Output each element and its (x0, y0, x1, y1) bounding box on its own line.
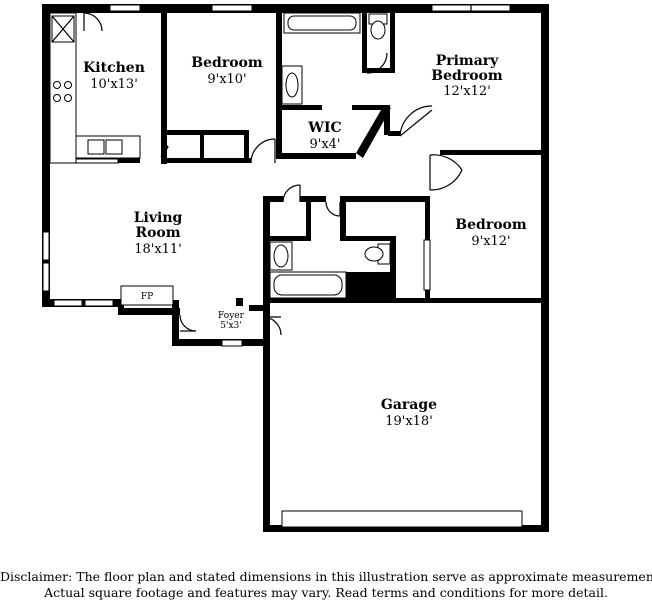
living-name-line2: Room (135, 225, 180, 241)
upper-bath-fixtures (281, 12, 388, 105)
bedroom-right-dim: 9'x12' (471, 234, 510, 249)
primary-dim: 12'x12' (443, 84, 491, 99)
bedroom-upper-name: Bedroom (191, 55, 263, 71)
primary-name-line2: Bedroom (431, 68, 503, 84)
living-name-line1: Living (134, 210, 183, 226)
door-swings (160, 105, 463, 336)
floor-plan: Kitchen 10'x13' Bedroom 9'x10' Primary B… (42, 4, 549, 532)
foyer-name: Foyer (218, 311, 245, 321)
kitchen-dim: 10'x13' (90, 77, 138, 92)
wic-dim: 9'x4' (309, 137, 340, 152)
windows (42, 4, 511, 347)
kitchen-name: Kitchen (83, 60, 145, 76)
garage-door (281, 510, 523, 528)
bedroom-right-name: Bedroom (455, 217, 527, 233)
garage-dim: 19'x18' (385, 414, 433, 429)
disclaimer-line-1: Disclaimer: The floor plan and stated di… (0, 569, 652, 584)
fireplace (120, 285, 174, 306)
kitchen-fixtures (49, 12, 141, 164)
foyer-dim: 5'x3' (220, 321, 241, 331)
disclaimer-line-2: Actual square footage and features may v… (44, 585, 608, 600)
living-dim: 18'x11' (134, 242, 182, 257)
lower-bath-fixtures (269, 184, 391, 299)
primary-name-line1: Primary (436, 53, 499, 69)
fireplace-label: FP (141, 292, 153, 302)
bedroom-upper-dim: 9'x10' (207, 72, 246, 87)
wic-name: WIC (307, 120, 341, 136)
garage-name: Garage (381, 397, 437, 413)
